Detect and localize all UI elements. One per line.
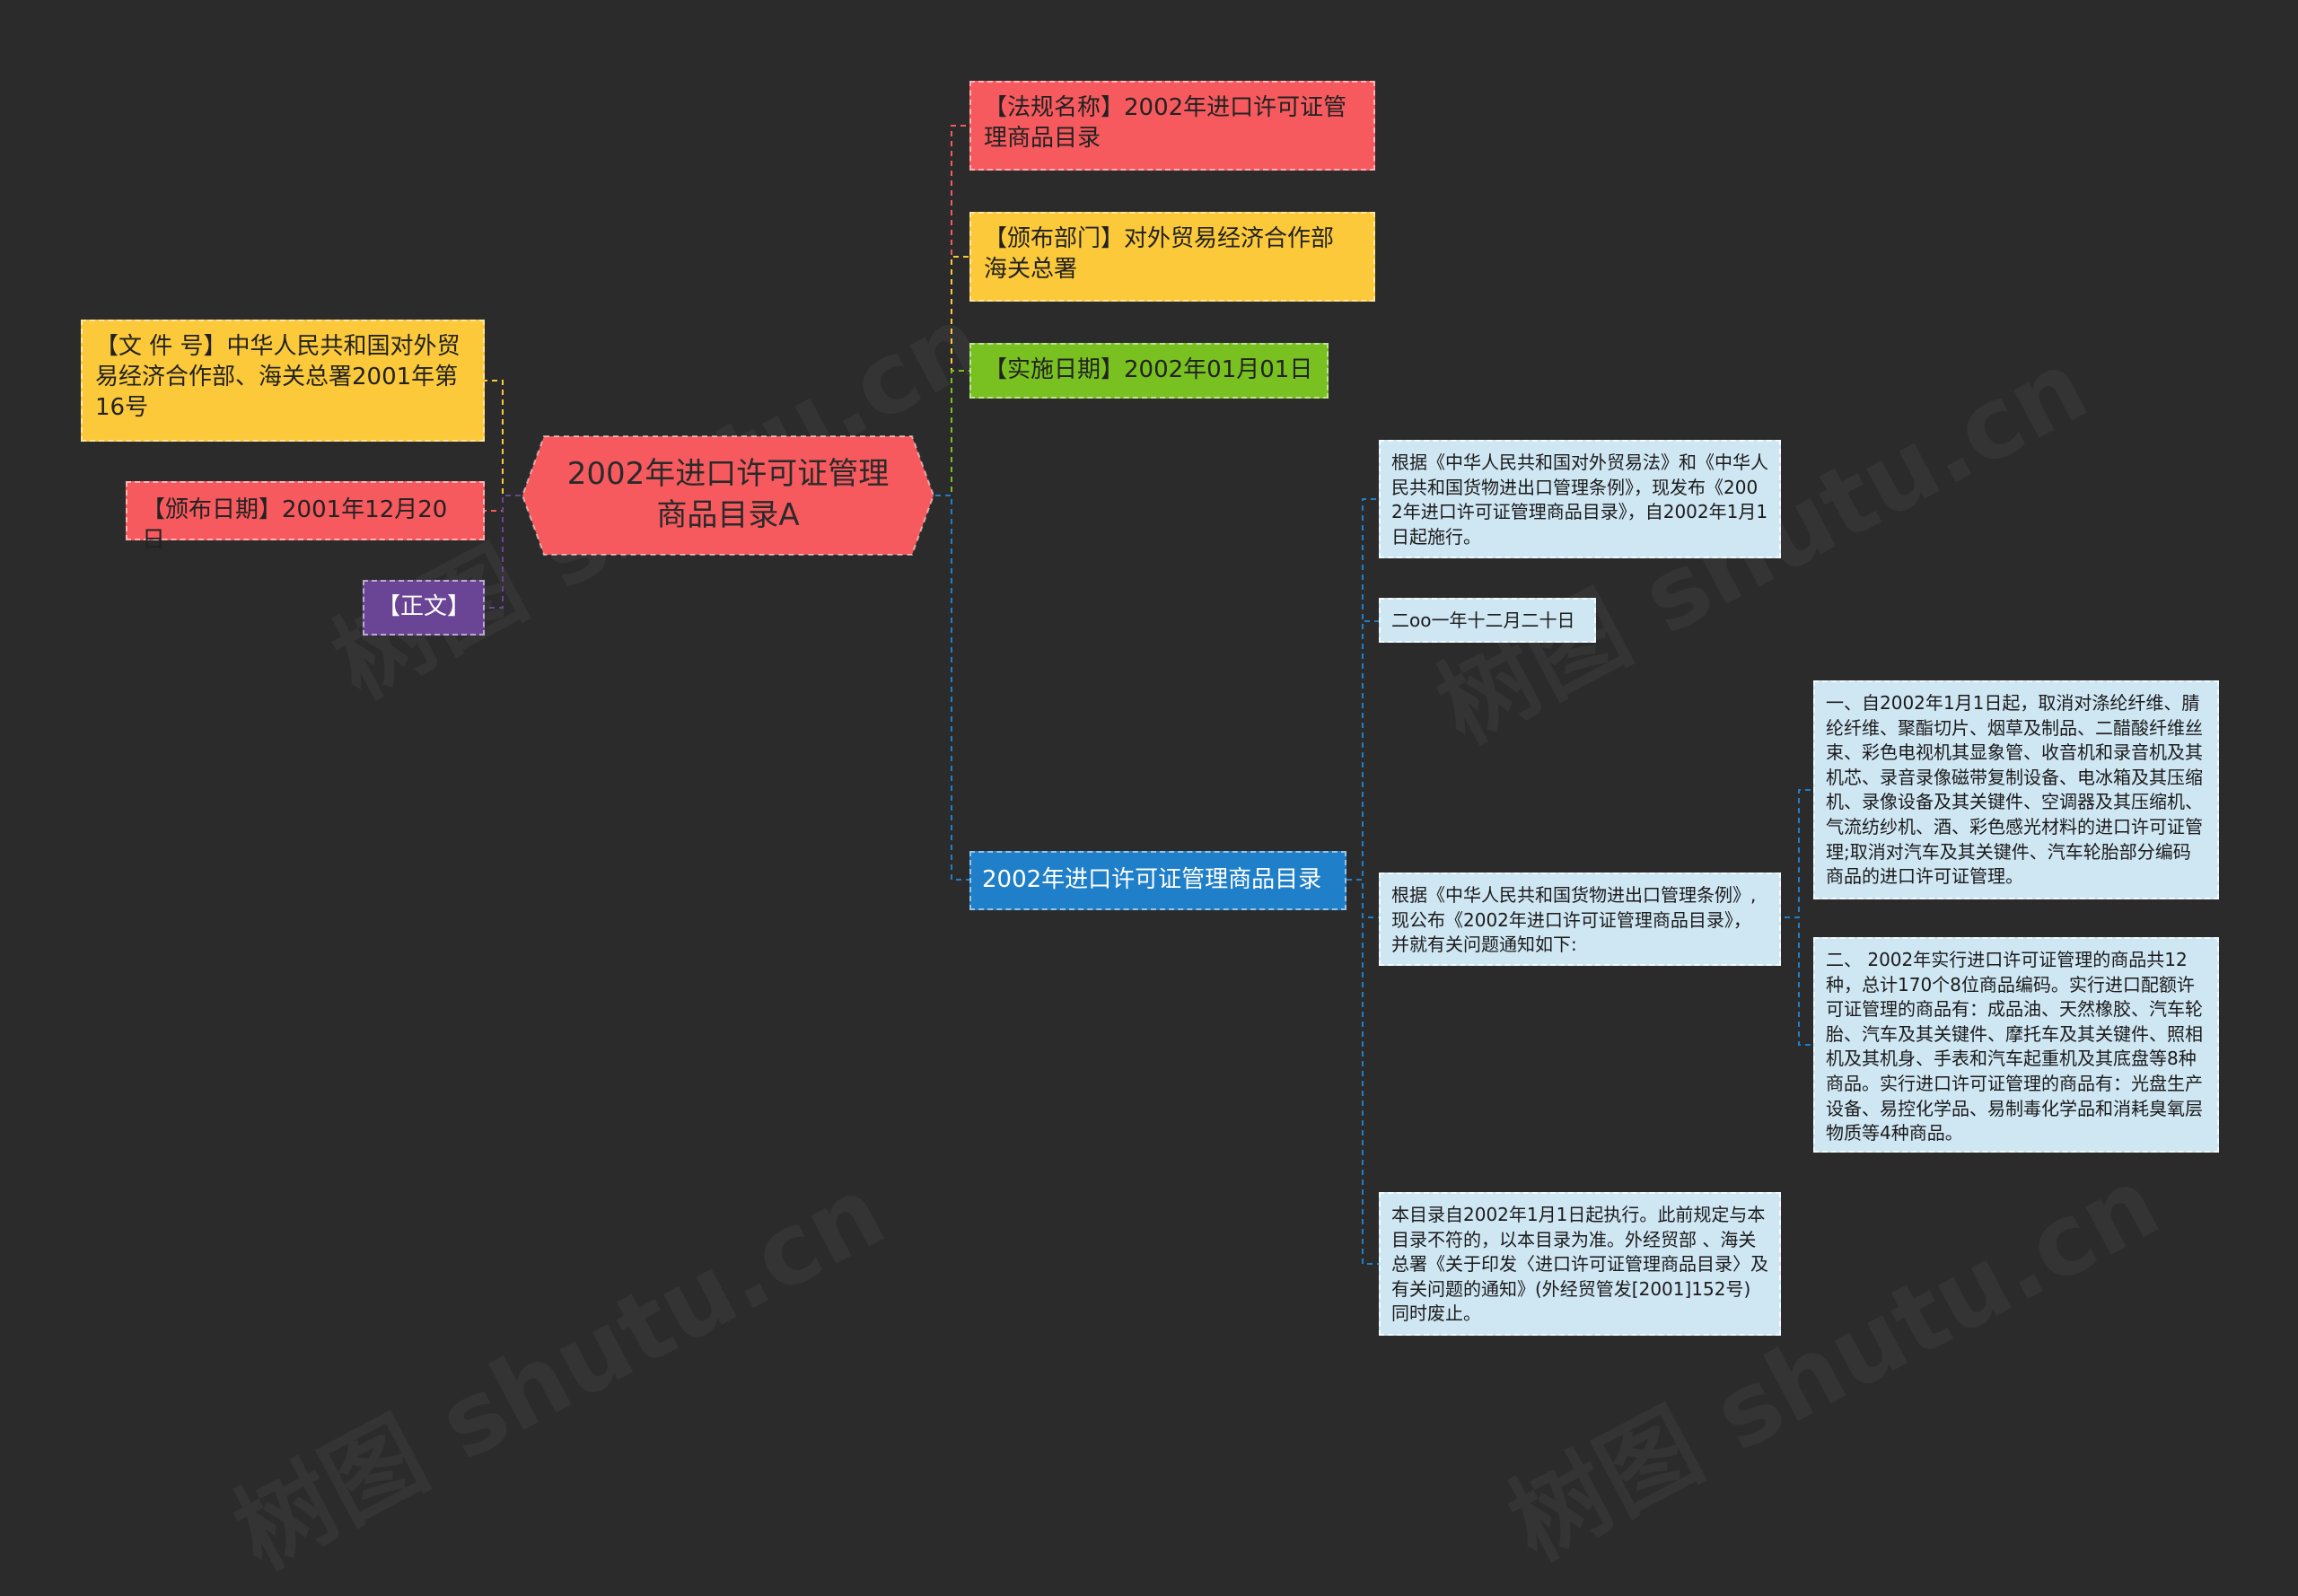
connector-left [485,495,521,609]
node-announcement[interactable]: 根据《中华人民共和国对外贸易法》和《中华人民共和国货物进出口管理条例》，现发布《… [1379,440,1781,558]
connector-right [935,495,969,881]
node-detail-cancellation[interactable]: 一、自2002年1月1日起，取消对涤纶纤维、腈纶纤维、聚酯切片、烟草及制品、二醋… [1813,680,2219,899]
connector-sub [1346,879,1379,1265]
connector-sub [1346,620,1379,881]
node-announcement-label: 根据《中华人民共和国对外贸易法》和《中华人民共和国货物进出口管理条例》，现发布《… [1391,452,1768,548]
node-detail-cancellation-label: 一、自2002年1月1日起，取消对涤纶纤维、腈纶纤维、聚酯切片、烟草及制品、二醋… [1826,692,2203,888]
node-detail-managed-goods[interactable]: 二、 2002年实行进口许可证管理的商品共12种，总计170个8位商品编码。实行… [1813,937,2219,1153]
node-sign-date-label: 二oo一年十二月二十日 [1391,609,1575,631]
node-issuing-department[interactable]: 【颁布部门】对外贸易经济合作部 海关总署 [969,212,1375,302]
root-title: 2002年进口许可证管理商品目录A [566,456,890,533]
node-publish-date-label: 【颁布日期】2001年12月20日 [142,496,448,554]
node-main-text-label: 【正文】 [377,593,471,620]
node-file-number-label: 【文 件 号】中华人民共和国对外贸易经济合作部、海关总署2001年第16号 [95,333,460,421]
node-catalog-label: 2002年进口许可证管理商品目录 [982,866,1322,893]
node-catalog[interactable]: 2002年进口许可证管理商品目录 [969,851,1346,910]
root-node-shape [521,435,935,556]
node-regulation-name-label: 【法规名称】2002年进口许可证管理商品目录 [984,94,1347,152]
node-detail-managed-goods-label: 二、 2002年实行进口许可证管理的商品共12种，总计170个8位商品编码。实行… [1826,949,2203,1144]
node-execution-label: 本目录自2002年1月1日起执行。此前规定与本目录不符的，以本目录为准。外经贸部… [1391,1204,1768,1325]
connector-right [935,370,969,496]
node-effective-date[interactable]: 【实施日期】2002年01月01日 [969,343,1329,399]
node-sign-date[interactable]: 二oo一年十二月二十日 [1379,598,1596,643]
node-notice[interactable]: 根据《中华人民共和国货物进出口管理条例》,现公布《2002年进口许可证管理商品目… [1379,873,1781,966]
connector-lines [485,125,1813,1265]
node-regulation-name[interactable]: 【法规名称】2002年进口许可证管理商品目录 [969,81,1375,171]
node-issuing-department-label: 【颁布部门】对外贸易经济合作部 海关总署 [984,225,1335,283]
connector-left [485,495,521,512]
node-execution[interactable]: 本目录自2002年1月1日起执行。此前规定与本目录不符的，以本目录为准。外经贸部… [1379,1192,1781,1336]
connector-left [485,380,521,496]
node-main-text[interactable]: 【正文】 [363,580,485,636]
node-publish-date[interactable]: 【颁布日期】2001年12月20日 [126,481,485,554]
connector-detail [1785,789,1813,918]
mindmap-canvas: 树图 shutu.cn 树图 shutu.cn 树图 shutu.cn 树图 s… [81,81,2219,1336]
node-notice-label: 根据《中华人民共和国货物进出口管理条例》,现公布《2002年进口许可证管理商品目… [1391,884,1757,956]
connector-sub [1346,498,1379,881]
node-effective-date-label: 【实施日期】2002年01月01日 [984,356,1313,383]
connector-detail [1785,916,1813,1046]
root-node[interactable]: 2002年进口许可证管理商品目录A [521,434,935,557]
node-file-number[interactable]: 【文 件 号】中华人民共和国对外贸易经济合作部、海关总署2001年第16号 [81,320,485,442]
